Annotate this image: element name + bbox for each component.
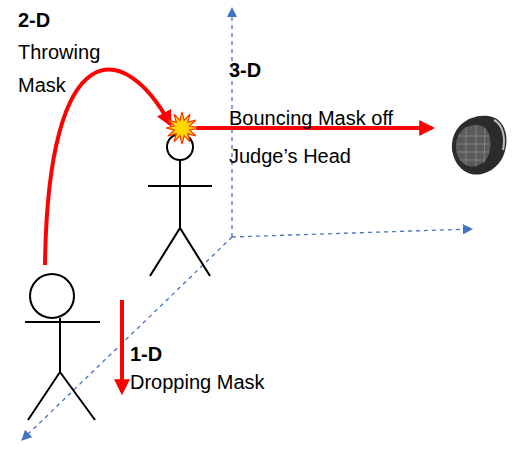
judge-arms (148, 185, 212, 187)
thrower-head (30, 274, 74, 318)
mask-mesh (456, 125, 491, 166)
judge-body (179, 160, 181, 228)
axes (22, 8, 472, 440)
thrower-body (59, 318, 61, 372)
mask-grille (457, 125, 490, 167)
grille-line (457, 144, 490, 145)
grille-line (476, 125, 477, 167)
mask-shell (452, 116, 507, 175)
judge-figure (148, 134, 212, 276)
dimension-heading: 3-D (229, 58, 309, 82)
drop-arrow (120, 300, 124, 392)
thrower-leg (60, 372, 95, 420)
motion-arrows (45, 70, 432, 392)
y-axis (22, 237, 232, 440)
fencing-mask (452, 116, 507, 175)
dimension-heading: 1-D (130, 342, 210, 366)
grille-line (484, 128, 485, 163)
throw-arrow (45, 70, 170, 265)
impact-burst (166, 112, 198, 144)
grille-line (460, 160, 486, 161)
motion-label: Throwing Mask (18, 36, 118, 102)
grille-line (466, 127, 467, 165)
judge-leg (150, 228, 180, 276)
grille-line (458, 136, 489, 137)
motion-label: Bouncing Mask off Judge’s Head (229, 99, 419, 175)
mask-trim (494, 120, 504, 150)
dimension-heading: 2-D (18, 8, 98, 32)
thrower-leg (28, 372, 60, 420)
judge-leg (180, 228, 210, 276)
thrower-figure (25, 274, 100, 420)
motion-label: Dropping Mask (130, 370, 330, 394)
thrower-arms (25, 321, 100, 323)
x-axis (232, 229, 472, 237)
